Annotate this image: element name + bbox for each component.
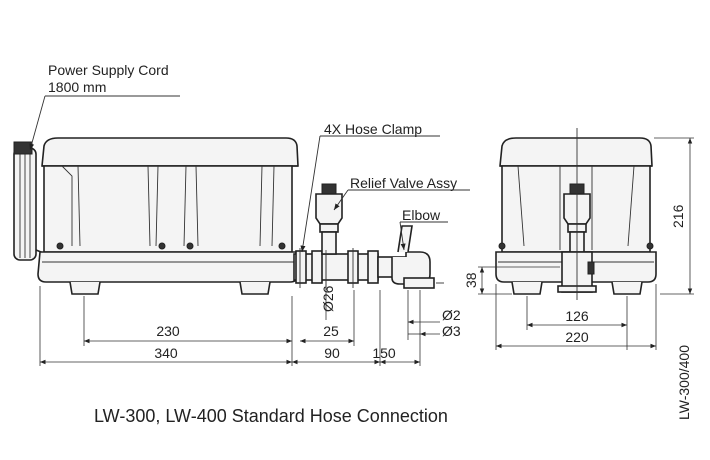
foot-right	[239, 281, 271, 295]
dim-216: 216	[670, 204, 686, 228]
dim-90: 90	[324, 345, 340, 361]
dim-220: 220	[565, 329, 589, 345]
end-top-cover	[499, 137, 653, 167]
end-relief-valve	[557, 128, 597, 300]
relief-valve-label: Relief Valve Assy	[350, 175, 457, 191]
dim-126: 126	[565, 308, 589, 324]
dim-150: 150	[372, 345, 396, 361]
hose-clamp-label: 4X Hose Clamp	[324, 121, 422, 137]
end-view-dimensions	[478, 137, 694, 350]
pump-top-cover	[41, 137, 299, 167]
end-foot-right	[611, 281, 643, 295]
elbow-label: Elbow	[402, 207, 441, 223]
side-view	[13, 137, 444, 295]
end-view	[495, 128, 657, 300]
model-code: LW-300/400	[676, 345, 692, 420]
power-supply-cord-length: 1800 mm	[48, 79, 106, 95]
elbow-fitting	[377, 225, 444, 289]
pump-body	[43, 165, 293, 253]
power-cord-coil	[13, 141, 47, 261]
foot-left	[69, 281, 101, 295]
dim-340: 340	[154, 345, 178, 361]
dim-38: 38	[463, 272, 479, 288]
pump-base	[37, 251, 299, 283]
dim-dia26: Ø26	[320, 285, 336, 312]
end-foot-left	[511, 281, 543, 295]
relief-valve	[315, 183, 343, 255]
dim-25: 25	[323, 323, 339, 339]
label-leaders	[29, 95, 470, 253]
side-view-dimensions	[39, 250, 440, 366]
power-supply-cord-label: Power Supply Cord	[48, 62, 169, 78]
dim-230: 230	[156, 323, 180, 339]
drawing-caption: LW-300, LW-400 Standard Hose Connection	[94, 406, 448, 426]
dim-dia2: Ø2	[442, 307, 461, 323]
dim-dia3: Ø3	[442, 323, 461, 339]
